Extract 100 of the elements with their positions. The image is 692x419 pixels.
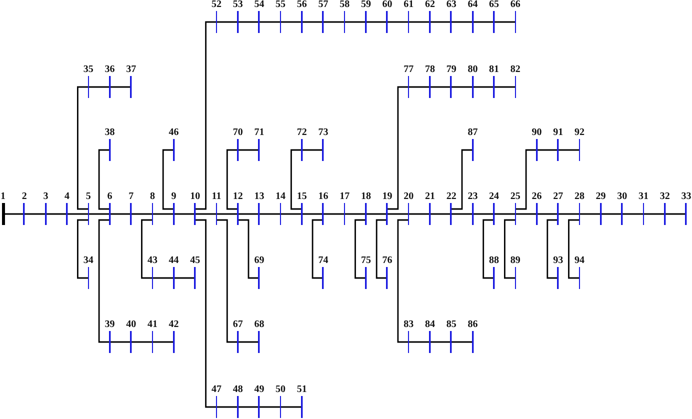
connector-line (430, 213, 452, 215)
bus-number: 22 (446, 192, 456, 202)
connector-line (344, 213, 366, 215)
connector-line (24, 213, 46, 215)
bus-number: 31 (638, 192, 648, 202)
connector-line (472, 21, 494, 23)
bus-number: 55 (276, 0, 286, 10)
connector-line (387, 86, 409, 210)
connector-line (302, 213, 324, 215)
connector-line (397, 219, 409, 343)
bus-number: 28 (574, 192, 584, 202)
bus-number: 54 (254, 0, 264, 10)
bus-number: 45 (190, 256, 200, 266)
connector-line (98, 149, 110, 210)
bus-number: 73 (318, 128, 328, 138)
bus-number: 52 (212, 0, 222, 10)
connector-line (290, 149, 302, 210)
bus-number: 8 (150, 192, 155, 202)
bus-number: 29 (596, 192, 606, 202)
bus-number: 39 (104, 320, 115, 330)
bus-number: 64 (468, 0, 478, 10)
bus-number: 74 (318, 256, 328, 266)
connector-line (238, 21, 260, 23)
connector-line (568, 219, 580, 279)
bus-number: 18 (360, 192, 371, 202)
bus-number: 40 (126, 320, 136, 330)
bus-number: 81 (489, 65, 500, 75)
connector-line (238, 406, 260, 408)
connector-line (152, 277, 174, 279)
bus-number: 80 (468, 65, 478, 75)
bus-number: 79 (446, 65, 456, 75)
connector-line (494, 86, 516, 88)
connector-line (472, 86, 494, 88)
connector-line (110, 86, 132, 88)
bus-number: 51 (296, 385, 307, 395)
connector-line (110, 213, 132, 215)
connector-line (366, 21, 388, 23)
connector-line (152, 213, 174, 215)
bus-number: 33 (681, 192, 692, 202)
bus-number: 88 (489, 256, 500, 266)
connector-line (280, 406, 302, 408)
bus-number: 50 (276, 385, 286, 395)
connector-line (344, 21, 366, 23)
bus-number: 15 (296, 192, 307, 202)
connector-line (451, 149, 473, 210)
connector-line (472, 213, 494, 215)
connector-line (536, 213, 558, 215)
connector-line (558, 213, 580, 215)
bus-number: 37 (126, 65, 136, 75)
connector-line (77, 86, 88, 210)
bus-number: 38 (104, 128, 115, 138)
connector-line (515, 149, 537, 210)
bus-number: 2 (22, 192, 27, 202)
connector-line (152, 341, 174, 343)
bus-number: 19 (382, 192, 392, 202)
bus-number: 13 (254, 192, 264, 202)
connector-line (622, 213, 644, 215)
connector-line (494, 21, 516, 23)
connector-line (515, 213, 537, 215)
bus-number: 5 (86, 192, 91, 202)
bus-number: 35 (83, 65, 94, 75)
bus-number: 23 (468, 192, 478, 202)
bus-number: 85 (446, 320, 456, 330)
connector-line (408, 213, 430, 215)
connector-line (195, 21, 216, 210)
bus-number: 78 (425, 65, 435, 75)
connector-line (238, 213, 260, 215)
bus-number: 58 (340, 0, 350, 10)
bus-number: 26 (532, 192, 542, 202)
bus-number: 71 (254, 128, 264, 138)
bus-number: 66 (510, 0, 520, 10)
connector-line (366, 213, 388, 215)
connector-line (259, 213, 281, 215)
connector-line (259, 21, 281, 23)
connector-line (216, 21, 238, 23)
connector-line (323, 21, 345, 23)
connector-line (387, 21, 409, 23)
bus-number: 9 (171, 192, 176, 202)
bus-number: 48 (232, 385, 243, 395)
bus-number: 87 (468, 128, 478, 138)
connector-line (408, 86, 430, 88)
connector-line (46, 213, 68, 215)
bus-number: 77 (404, 65, 414, 75)
connector-line (226, 149, 238, 210)
bus-number: 59 (360, 0, 371, 10)
bus-number: 53 (232, 0, 243, 10)
bus-number: 3 (43, 192, 48, 202)
connector-line (430, 341, 452, 343)
bus-number: 75 (360, 256, 371, 266)
connector-line (131, 213, 152, 215)
connector-line (323, 213, 345, 215)
connector-line (174, 277, 196, 279)
bus-number: 7 (128, 192, 134, 202)
bus-number: 30 (617, 192, 628, 202)
connector-line (354, 219, 366, 279)
connector-line (376, 219, 388, 279)
bus-number: 92 (574, 128, 584, 138)
connector-line (451, 86, 473, 88)
connector-line (88, 86, 110, 88)
bus-number: 93 (553, 256, 564, 266)
